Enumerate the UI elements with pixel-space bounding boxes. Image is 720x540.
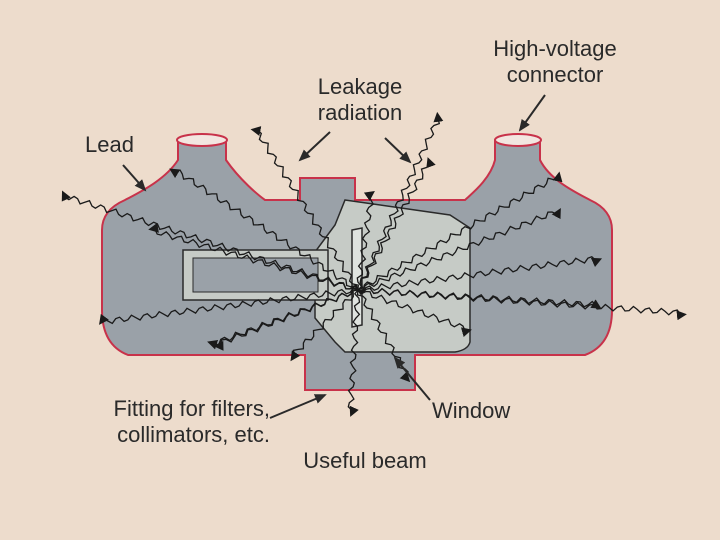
radiation-ray	[357, 289, 472, 338]
radiation-ray	[356, 191, 375, 291]
radiation-ray	[290, 289, 359, 362]
window-label: Window	[432, 398, 511, 423]
radiation-ray	[357, 207, 561, 292]
leakage-line1: Leakage	[317, 74, 403, 99]
useful-beam-label: Useful beam	[303, 448, 427, 473]
radiation-ray	[148, 222, 359, 291]
fitting-line1: Fitting for filters,	[113, 396, 270, 421]
right-connector-cap	[494, 133, 542, 147]
high-voltage-connector-label: High-voltage connector	[470, 36, 640, 88]
cathode-inner	[192, 257, 319, 293]
high-voltage-line2: connector	[506, 62, 604, 87]
radiation-ray	[347, 289, 361, 417]
label-pointers	[122, 94, 546, 419]
fitting-label: Fitting for filters, collimators, etc.	[40, 396, 270, 448]
left-connector-cap	[176, 133, 228, 147]
radiation-ray	[207, 287, 359, 350]
radiation-ray	[61, 190, 359, 291]
radiation-rays	[61, 111, 687, 417]
radiation-ray	[169, 168, 359, 291]
fitting-line2: collimators, etc.	[117, 422, 270, 447]
radiation-ray	[99, 286, 359, 325]
radiation-ray	[357, 287, 687, 321]
glass-envelope	[314, 199, 471, 353]
radiation-ray	[357, 157, 436, 291]
leakage-radiation-label: Leakage radiation	[285, 74, 435, 126]
radiation-ray	[250, 126, 359, 291]
high-voltage-line1: High-voltage	[493, 36, 617, 61]
radiation-ray	[357, 256, 603, 294]
lead-label: Lead	[85, 132, 134, 157]
leakage-line2: radiation	[317, 100, 403, 125]
radiation-ray	[357, 171, 563, 292]
radiation-ray	[357, 111, 444, 291]
